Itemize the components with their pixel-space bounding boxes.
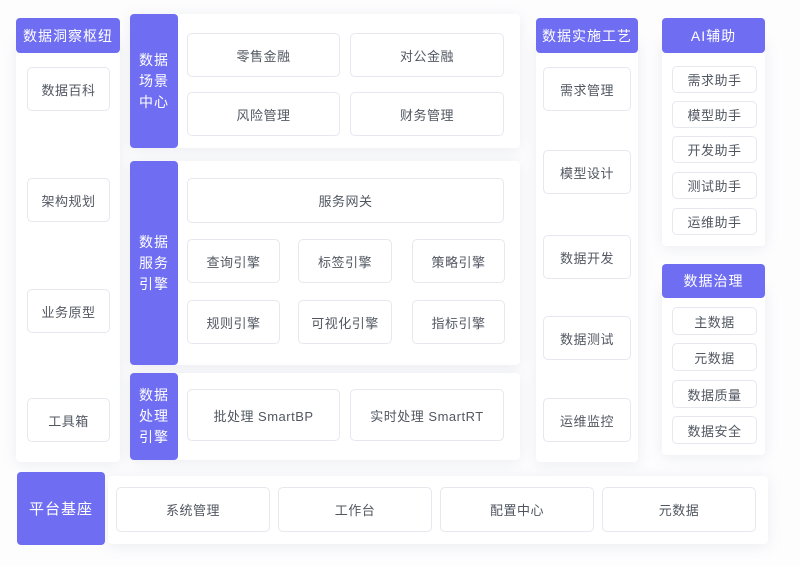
node-query-engine: 查询引擎 (187, 239, 280, 283)
node-config-center: 配置中心 (440, 487, 594, 532)
insight-hub-header: 数据洞察枢纽 (16, 18, 120, 53)
node-ops-assistant: 运维助手 (672, 208, 757, 235)
node-requirement-management: 需求管理 (543, 67, 631, 111)
node-metric-engine: 指标引擎 (412, 300, 505, 344)
processing-engine-panel: 数据处理引擎 批处理 SmartBP 实时处理 SmartRT (130, 373, 520, 460)
node-model-design: 模型设计 (543, 150, 631, 194)
node-metadata: 元数据 (672, 343, 757, 371)
node-business-prototype: 业务原型 (27, 289, 110, 333)
scene-center-panel: 数据场景中心 零售金融 对公金融 风险管理 财务管理 (130, 14, 520, 148)
node-data-security: 数据安全 (672, 416, 757, 444)
node-system-management: 系统管理 (116, 487, 270, 532)
service-engine-tab: 数据服务引擎 (130, 161, 178, 365)
processing-engine-title: 数据处理引擎 (139, 387, 169, 445)
node-workbench: 工作台 (278, 487, 432, 532)
node-data-testing: 数据测试 (543, 316, 631, 360)
node-tag-engine: 标签引擎 (298, 239, 392, 283)
node-strategy-engine: 策略引擎 (412, 239, 505, 283)
node-service-gateway: 服务网关 (187, 178, 504, 223)
governance-header: 数据治理 (662, 264, 765, 298)
service-engine-panel: 数据服务引擎 服务网关 查询引擎 标签引擎 策略引擎 规则引擎 可视化引擎 指标… (130, 161, 520, 365)
node-testing-assistant: 测试助手 (672, 172, 757, 199)
node-development-assistant: 开发助手 (672, 136, 757, 163)
service-engine-title: 数据服务引擎 (139, 233, 169, 292)
node-batch-processing: 批处理 SmartBP (187, 389, 340, 441)
node-risk-management: 风险管理 (187, 92, 340, 136)
node-financial-management: 财务管理 (350, 92, 504, 136)
governance-panel: 主数据 元数据 数据质量 数据安全 (662, 285, 765, 455)
node-corporate-finance: 对公金融 (350, 33, 504, 77)
node-metadata-base: 元数据 (602, 487, 756, 532)
node-model-assistant: 模型助手 (672, 101, 757, 128)
node-realtime-processing: 实时处理 SmartRT (350, 389, 504, 441)
ai-assist-header: AI辅助 (662, 18, 765, 53)
platform-base-header: 平台基座 (17, 472, 105, 545)
node-data-quality: 数据质量 (672, 380, 757, 408)
processing-engine-tab: 数据处理引擎 (130, 373, 178, 460)
node-rule-engine: 规则引擎 (187, 300, 280, 344)
insight-hub-panel: 数据百科 架构规划 业务原型 工具箱 (16, 40, 120, 462)
platform-base-panel: 系统管理 工作台 配置中心 元数据 (108, 476, 768, 544)
node-toolbox: 工具箱 (27, 398, 110, 442)
scene-center-tab: 数据场景中心 (130, 14, 178, 148)
node-requirement-assistant: 需求助手 (672, 66, 757, 93)
ai-assist-panel: 需求助手 模型助手 开发助手 测试助手 运维助手 (662, 40, 765, 246)
node-data-wiki: 数据百科 (27, 67, 110, 111)
implementation-panel: 需求管理 模型设计 数据开发 数据测试 运维监控 (536, 40, 638, 462)
scene-center-title: 数据场景中心 (139, 51, 169, 110)
node-ops-monitoring: 运维监控 (543, 398, 631, 442)
node-master-data: 主数据 (672, 307, 757, 335)
node-architecture-planning: 架构规划 (27, 178, 110, 222)
implementation-header: 数据实施工艺 (536, 18, 638, 53)
node-retail-finance: 零售金融 (187, 33, 340, 77)
node-data-development: 数据开发 (543, 235, 631, 279)
node-visualization-engine: 可视化引擎 (298, 300, 392, 344)
